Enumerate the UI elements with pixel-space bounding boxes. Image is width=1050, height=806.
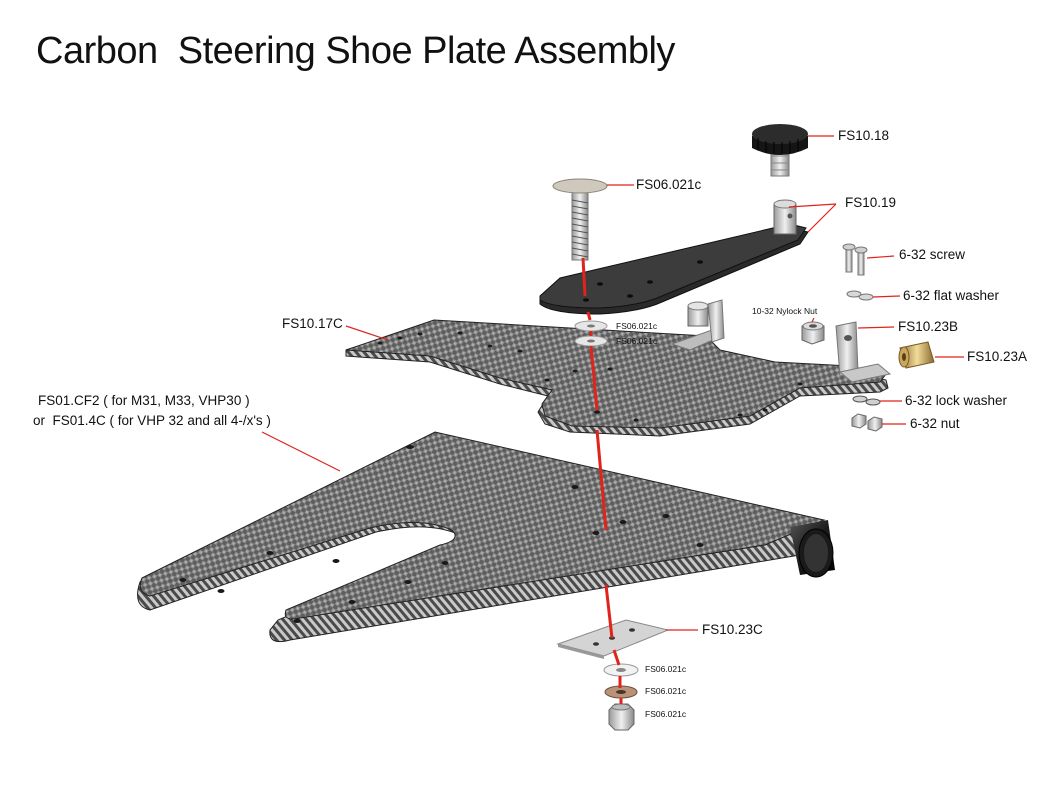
assembly-axis	[581, 257, 623, 704]
label-fs10-23b: FS10.23B	[898, 319, 959, 334]
label-base-line1: FS01.CF2 ( for M31, M33, VHP30 )	[38, 393, 250, 408]
bottom-stack-icon	[603, 663, 639, 731]
label-fs10-23a: FS10.23A	[967, 349, 1028, 364]
label-fs10-18: FS10.18	[838, 128, 890, 143]
bracket-icon	[670, 299, 725, 351]
bottom-strap-icon	[556, 619, 670, 659]
tube-icon	[790, 520, 835, 578]
label-fs06-021c-washer-1: FS06.021c	[616, 321, 658, 331]
label-fs06-021c-bottom-1: FS06.021c	[645, 664, 687, 674]
nuts-icon	[851, 413, 883, 432]
standoff-icon	[773, 199, 797, 235]
nylock-nut-icon	[801, 321, 825, 345]
page-title: Carbon Steering Shoe Plate Assembly	[36, 30, 675, 72]
label-6-32-nut: 6-32 nut	[910, 416, 960, 431]
label-6-32-screw: 6-32 screw	[899, 247, 966, 262]
label-base-line2: or FS01.4C ( for VHP 32 and all 4-/x's )	[33, 413, 271, 428]
label-6-32-flat-washer: 6-32 flat washer	[903, 288, 1000, 303]
bolt-icon	[552, 178, 608, 261]
label-fs06-021c-bottom-2: FS06.021c	[645, 686, 687, 696]
leader-lines	[261, 135, 964, 631]
lock-washers-icon	[852, 395, 881, 406]
top-plate-icon	[345, 319, 889, 437]
label-fs06-021c-bottom-3: FS06.021c	[645, 709, 687, 719]
label-6-32-lock-washer: 6-32 lock washer	[905, 393, 1008, 408]
brass-standoff-icon	[898, 341, 935, 369]
label-fs10-17c: FS10.17C	[282, 316, 343, 331]
label-fs06-021c-washer-2: FS06.021c	[616, 336, 658, 346]
washers-icon	[574, 320, 608, 347]
flat-washers-icon	[846, 290, 874, 301]
bracket-b-icon	[835, 321, 892, 383]
base-plate-icon	[137, 431, 831, 643]
label-fs06-021c-top: FS06.021c	[636, 177, 702, 192]
arm-icon	[539, 223, 809, 315]
knob-icon	[752, 124, 808, 177]
label-fs10-19: FS10.19	[845, 195, 897, 210]
screws-icon	[842, 243, 868, 276]
label-nylock-nut: 10-32 Nylock Nut	[752, 306, 818, 316]
label-fs10-23c: FS10.23C	[702, 622, 763, 637]
